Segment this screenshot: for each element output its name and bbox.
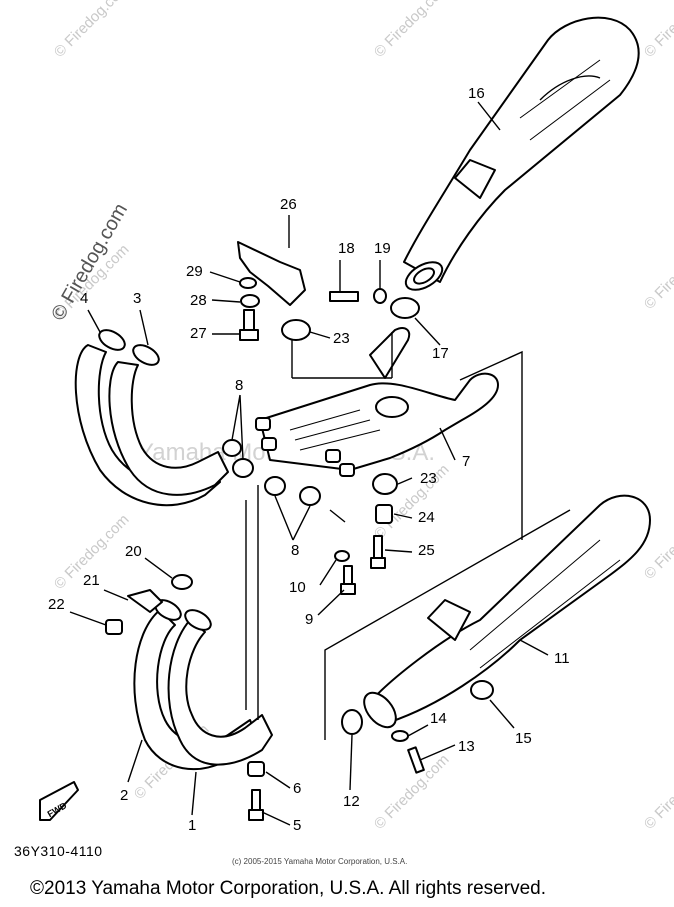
callout-8b: 8 [291,542,299,559]
lower-exhaust-pipes [133,599,273,771]
small-copyright: (c) 2005-2015 Yamaha Motor Corporation, … [232,857,408,866]
callout-17: 17 [432,345,449,362]
callout-15: 15 [515,730,532,747]
callout-28: 28 [190,292,207,309]
callout-3: 3 [133,290,141,307]
callout-16: 16 [468,85,485,102]
callout-6: 6 [293,780,301,797]
fwd-arrow-icon [39,781,79,821]
callout-14: 14 [430,710,447,727]
leader-lines [69,101,549,826]
callout-27: 27 [190,325,207,342]
small-parts: FWD [39,241,494,821]
watermark: © Firedog.com [51,0,133,61]
callout-8: 8 [235,377,243,394]
watermark: © Firedog.com [371,751,453,833]
callout-13: 13 [458,738,475,755]
watermark: © Firedog.com [641,0,674,61]
callout-9: 9 [305,611,313,628]
lower-muffler [363,494,651,729]
watermark: © Firedog.com [371,0,453,61]
watermark: © Firedog.com [641,751,674,833]
callout-21: 21 [83,572,100,589]
callout-20: 20 [125,543,142,560]
callout-26: 26 [280,196,297,213]
callout-23b: 23 [420,470,437,487]
catalog-number: 36Y310-4110 [14,843,103,859]
callout-4: 4 [80,290,88,307]
callout-24: 24 [418,509,435,526]
callout-11: 11 [554,650,570,667]
watermark: © Firedog.com [641,231,674,313]
upper-exhaust-pipes [74,329,229,507]
callout-25: 25 [418,542,435,559]
reference-lines [245,332,571,740]
callout-19: 19 [374,240,391,257]
footer-copyright: ©2013 Yamaha Motor Corporation, U.S.A. A… [30,878,546,899]
collector-assembly [255,327,499,477]
callout-23: 23 [333,330,350,347]
upper-muffler [403,16,640,291]
callout-22: 22 [48,596,65,613]
callout-numbers: 1 2 3 4 5 6 7 8 8 9 10 11 12 13 14 15 16… [48,85,570,834]
callout-12: 12 [343,793,360,810]
callout-18: 18 [338,240,355,257]
callout-10: 10 [289,579,306,596]
callout-5: 5 [293,817,301,834]
callout-29: 29 [186,263,203,280]
callout-2: 2 [120,787,128,804]
callout-1: 1 [188,817,196,834]
callout-7: 7 [462,453,470,470]
